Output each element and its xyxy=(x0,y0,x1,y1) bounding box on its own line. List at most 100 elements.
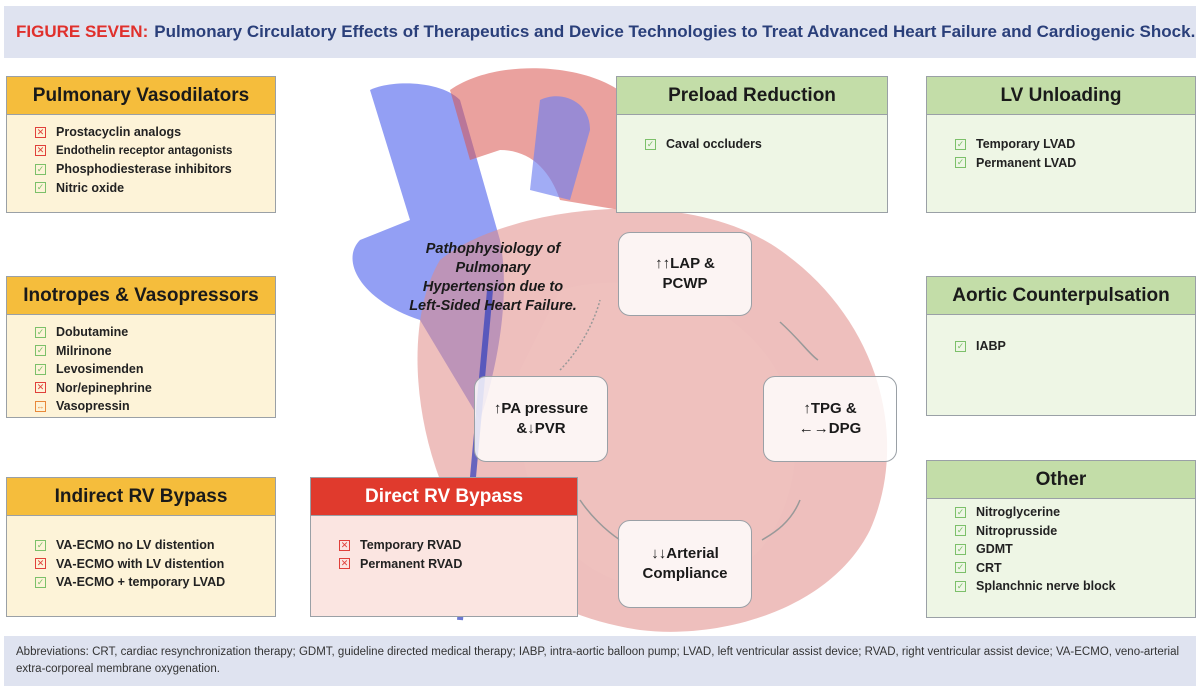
figure-number: FIGURE SEVEN: xyxy=(16,22,149,41)
check-mark-icon: ✓ xyxy=(35,539,46,551)
inotropes-panel: Inotropes & Vasopressors ✓ Dobutamine ✓Mil… xyxy=(6,276,276,418)
list-item-label: Vasopressin xyxy=(56,399,130,414)
cross-mark-icon: ✕ xyxy=(339,558,350,570)
lv-unloading-list: ✓ Temporary LVAD ✓ Permanent LVAD xyxy=(927,115,1195,172)
list-item-label: Nitric oxide xyxy=(56,180,125,195)
list-item: ✓ Splanchnic nerve block xyxy=(955,577,1195,596)
node-arterial-compliance: ↓↓Arterial Compliance xyxy=(618,520,752,608)
check-mark-icon: ✓ xyxy=(955,340,966,352)
check-mark-icon: ✓ xyxy=(35,345,46,357)
direct-rv-list: ✕ Temporary RVAD ✕ Permanent RVAD xyxy=(311,516,577,573)
check-mark-icon: ✓ xyxy=(955,138,966,150)
list-item-label: Levosimenden xyxy=(56,362,144,377)
aortic-panel: Aortic Counterpulsation ✓ IABP xyxy=(926,276,1196,416)
list-item: ✕ Prostacyclin analogs xyxy=(35,123,275,142)
arrow-arterial-to-pa xyxy=(579,499,621,541)
check-mark-icon: ✓ xyxy=(35,326,46,338)
list-item-label: Nitroglycerine xyxy=(976,505,1061,520)
cross-mark-icon: ✕ xyxy=(35,126,46,138)
list-item-label: IABP xyxy=(976,339,1006,354)
list-item: ✓ Dobutamine xyxy=(35,323,275,342)
aortic-title: Aortic Counterpulsation xyxy=(927,277,1195,315)
indirect-rv-title: Indirect RV Bypass xyxy=(7,478,275,516)
list-item-label: Splanchnic nerve block xyxy=(976,579,1116,594)
list-item: ✕ Endothelin receptor antagonists xyxy=(35,142,275,161)
check-mark-icon: ✓ xyxy=(955,580,966,592)
list-item-label: VA-ECMO + temporary LVAD xyxy=(56,575,226,590)
check-mark-icon: ✓ xyxy=(35,363,46,375)
list-item: ✓ Temporary LVAD xyxy=(955,135,1195,154)
list-item-label: Endothelin receptor antagonists xyxy=(56,144,233,157)
list-item: ✓ VA-ECMO + temporary LVAD xyxy=(35,573,275,592)
ventricle-shape xyxy=(517,282,796,589)
list-item-label: GDMT xyxy=(976,542,1013,557)
list-item-label: CRT xyxy=(976,560,1002,575)
list-item: ✕ Temporary RVAD xyxy=(339,536,577,555)
indirect-rv-list: ✓ VA-ECMO no LV distention ✕ VA-ECMO with L… xyxy=(7,516,275,592)
direct-rv-panel: Direct RV Bypass ✕ Temporary RVAD ✕ Permane… xyxy=(310,477,578,617)
list-item-label: VA-ECMO no LV distention xyxy=(56,538,215,553)
pulmonary-vasodilators-panel: Pulmonary Vasodilators ✕ Prostacyclin ana… xyxy=(6,76,276,213)
preload-list: ✓ Caval occluders xyxy=(617,115,887,154)
check-mark-icon: ✓ xyxy=(35,576,46,588)
cross-mark-icon: ✕ xyxy=(35,382,46,394)
check-mark-icon: ✓ xyxy=(955,525,966,537)
check-mark-icon: ✓ xyxy=(35,182,46,194)
check-mark-icon: ✓ xyxy=(955,562,966,574)
list-item: ✓ Phosphodiesterase inhibitors xyxy=(35,160,275,179)
direct-rv-title: Direct RV Bypass xyxy=(311,478,577,516)
other-panel: Other ✓Nitroglycerine✓Nitroprusside✓GDMT… xyxy=(926,460,1196,618)
preload-panel: Preload Reduction ✓ Caval occluders xyxy=(616,76,888,213)
lv-unloading-title: LV Unloading xyxy=(927,77,1195,115)
list-item: ✕ VA-ECMO with LV distention xyxy=(35,555,275,574)
inotropes-list: ✓Dobutamine✓Milrinone✓Levosimenden✕Nor/e… xyxy=(7,315,275,416)
list-item: ✕ Nor/epinephrine xyxy=(35,379,275,398)
list-item-label: Permanent LVAD xyxy=(976,155,1077,170)
list-item-label: Nor/epinephrine xyxy=(56,380,152,395)
list-item-label: Temporary LVAD xyxy=(976,137,1076,152)
arrow-lap-to-tpg xyxy=(779,321,819,361)
figure-title-text: Pulmonary Circulatory Effects of Therape… xyxy=(154,22,1196,41)
arrow-tpg-to-arterial xyxy=(761,499,801,541)
pulmonary-vasodilators-title: Pulmonary Vasodilators xyxy=(7,77,275,115)
list-item: ✓ Permanent LVAD xyxy=(955,154,1195,173)
list-item: ✓Nitroglycerine xyxy=(955,503,1195,522)
list-item: ✓Milrinone xyxy=(35,342,275,361)
list-item-label: Dobutamine xyxy=(56,325,129,340)
pathophysiology-title: Pathophysiology of Pulmonary Hypertensio… xyxy=(409,241,577,314)
list-item-label: Nitroprusside xyxy=(976,523,1058,538)
check-mark-icon: ✓ xyxy=(35,163,46,175)
node-pa-pressure-pvr: ↑PA pressure &↓PVR xyxy=(474,376,608,462)
check-mark-icon: ✓ xyxy=(645,138,656,150)
pulmonary-artery-shape xyxy=(530,96,590,200)
inotropes-title: Inotropes & Vasopressors xyxy=(7,277,275,315)
list-item: ✓ GDMT xyxy=(955,540,1195,559)
list-item-label: Temporary RVAD xyxy=(360,538,462,553)
node-tpg-dpg: ↑TPG & ←→DPG xyxy=(763,376,897,462)
list-item-label: Permanent RVAD xyxy=(360,556,463,571)
list-item: ✓ Nitric oxide xyxy=(35,179,275,198)
list-item: ✓ Nitroprusside xyxy=(955,522,1195,541)
neutral-mark-icon: ↔ xyxy=(35,400,46,412)
list-item-label: VA-ECMO with LV distention xyxy=(56,556,225,571)
check-mark-icon: ✓ xyxy=(955,157,966,169)
list-item: ↔ Vasopressin xyxy=(35,397,275,416)
list-item-label: Prostacyclin analogs xyxy=(56,125,182,140)
preload-title: Preload Reduction xyxy=(617,77,887,115)
other-list: ✓Nitroglycerine ✓ Nitroprusside ✓ GDMT ✓ CRT ✓ S… xyxy=(927,499,1195,596)
list-item: ✓ Caval occluders xyxy=(645,135,887,154)
list-item: ✕ Permanent RVAD xyxy=(339,555,577,574)
cross-mark-icon: ✕ xyxy=(35,558,46,570)
node-lap-pcwp: ↑↑LAP & PCWP xyxy=(618,232,752,316)
check-mark-icon: ✓ xyxy=(955,543,966,555)
list-item-label: Phosphodiesterase inhibitors xyxy=(56,162,232,177)
list-item: ✓ Levosimenden xyxy=(35,360,275,379)
list-item: ✓ IABP xyxy=(955,337,1195,356)
list-item-label: Caval occluders xyxy=(666,137,762,152)
aortic-list: ✓ IABP xyxy=(927,315,1195,356)
cross-mark-icon: ✕ xyxy=(339,539,350,551)
pulmonary-vasodilators-list: ✕ Prostacyclin analogs ✕ Endothelin recepto… xyxy=(7,115,275,197)
abbreviations-footer: Abbreviations: CRT, cardiac resynchroniz… xyxy=(4,636,1196,686)
arrow-pa-to-lap xyxy=(559,299,601,371)
cross-mark-icon: ✕ xyxy=(35,145,46,157)
